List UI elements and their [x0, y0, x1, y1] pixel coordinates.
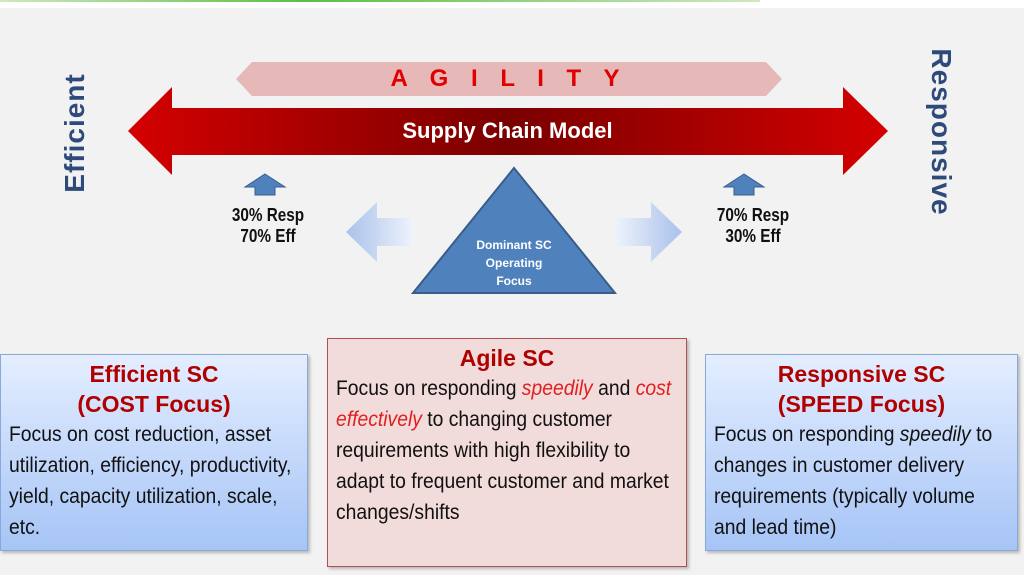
responsive-mix: 70% Resp 30% Eff: [702, 205, 804, 247]
responsive-sc-box: Responsive SC (SPEED Focus) Focus on res…: [705, 354, 1018, 551]
text: Focus on responding: [336, 377, 522, 400]
top-bar: [0, 0, 1024, 8]
right-arrow-icon: [615, 202, 682, 262]
efficient-axis-label: Efficient: [59, 73, 90, 193]
triangle-line: Dominant SC: [476, 238, 552, 252]
box-title: Agile SC: [459, 345, 555, 371]
efficient-mix: 30% Resp 70% Eff: [217, 205, 319, 247]
emphasis: cost effectively: [336, 377, 672, 431]
up-arrow-icon: [243, 173, 287, 196]
agility-banner: [236, 62, 782, 96]
triangle-label: Dominant SC Operating Focus: [454, 236, 574, 290]
box-body: Focus on responding speedily to changes …: [714, 419, 1007, 543]
responsive-axis-label: Responsive: [926, 48, 957, 216]
box-title: Responsive SC: [777, 361, 946, 387]
focus-triangle: [410, 166, 618, 294]
text: to changes in customer delivery requirem…: [714, 423, 993, 539]
emphasis: speedily: [899, 423, 971, 446]
box-subtitle: (COST Focus): [77, 391, 231, 417]
left-arrow-icon: [346, 202, 413, 262]
supply-chain-double-arrow: [128, 87, 888, 175]
supply-chain-model-label: Supply Chain Model: [402, 118, 613, 143]
text: to changing customer requirements with h…: [336, 408, 669, 524]
mix-line: 30% Eff: [725, 226, 781, 246]
accent-line: [0, 0, 760, 2]
agility-label: A G I L I T Y: [390, 65, 628, 92]
box-body: Focus on responding speedily and cost ef…: [336, 373, 676, 528]
box-subtitle: (SPEED Focus): [777, 391, 946, 417]
emphasis: speedily: [521, 377, 593, 400]
efficient-sc-box: Efficient SC (COST Focus) Focus on cost …: [0, 354, 308, 551]
mix-line: 70% Resp: [716, 205, 790, 225]
text: Focus on responding: [714, 423, 900, 446]
mix-line: 70% Eff: [240, 226, 296, 246]
triangle-line: Operating: [485, 256, 543, 270]
agile-sc-box: Agile SC Focus on responding speedily an…: [327, 338, 687, 567]
triangle-line: Focus: [496, 274, 532, 288]
up-arrow-icon: [722, 173, 766, 196]
box-body: Focus on cost reduction, asset utilizati…: [9, 423, 292, 539]
text: and: [592, 377, 636, 400]
box-title: Efficient SC: [89, 361, 219, 387]
mix-line: 30% Resp: [231, 205, 305, 225]
